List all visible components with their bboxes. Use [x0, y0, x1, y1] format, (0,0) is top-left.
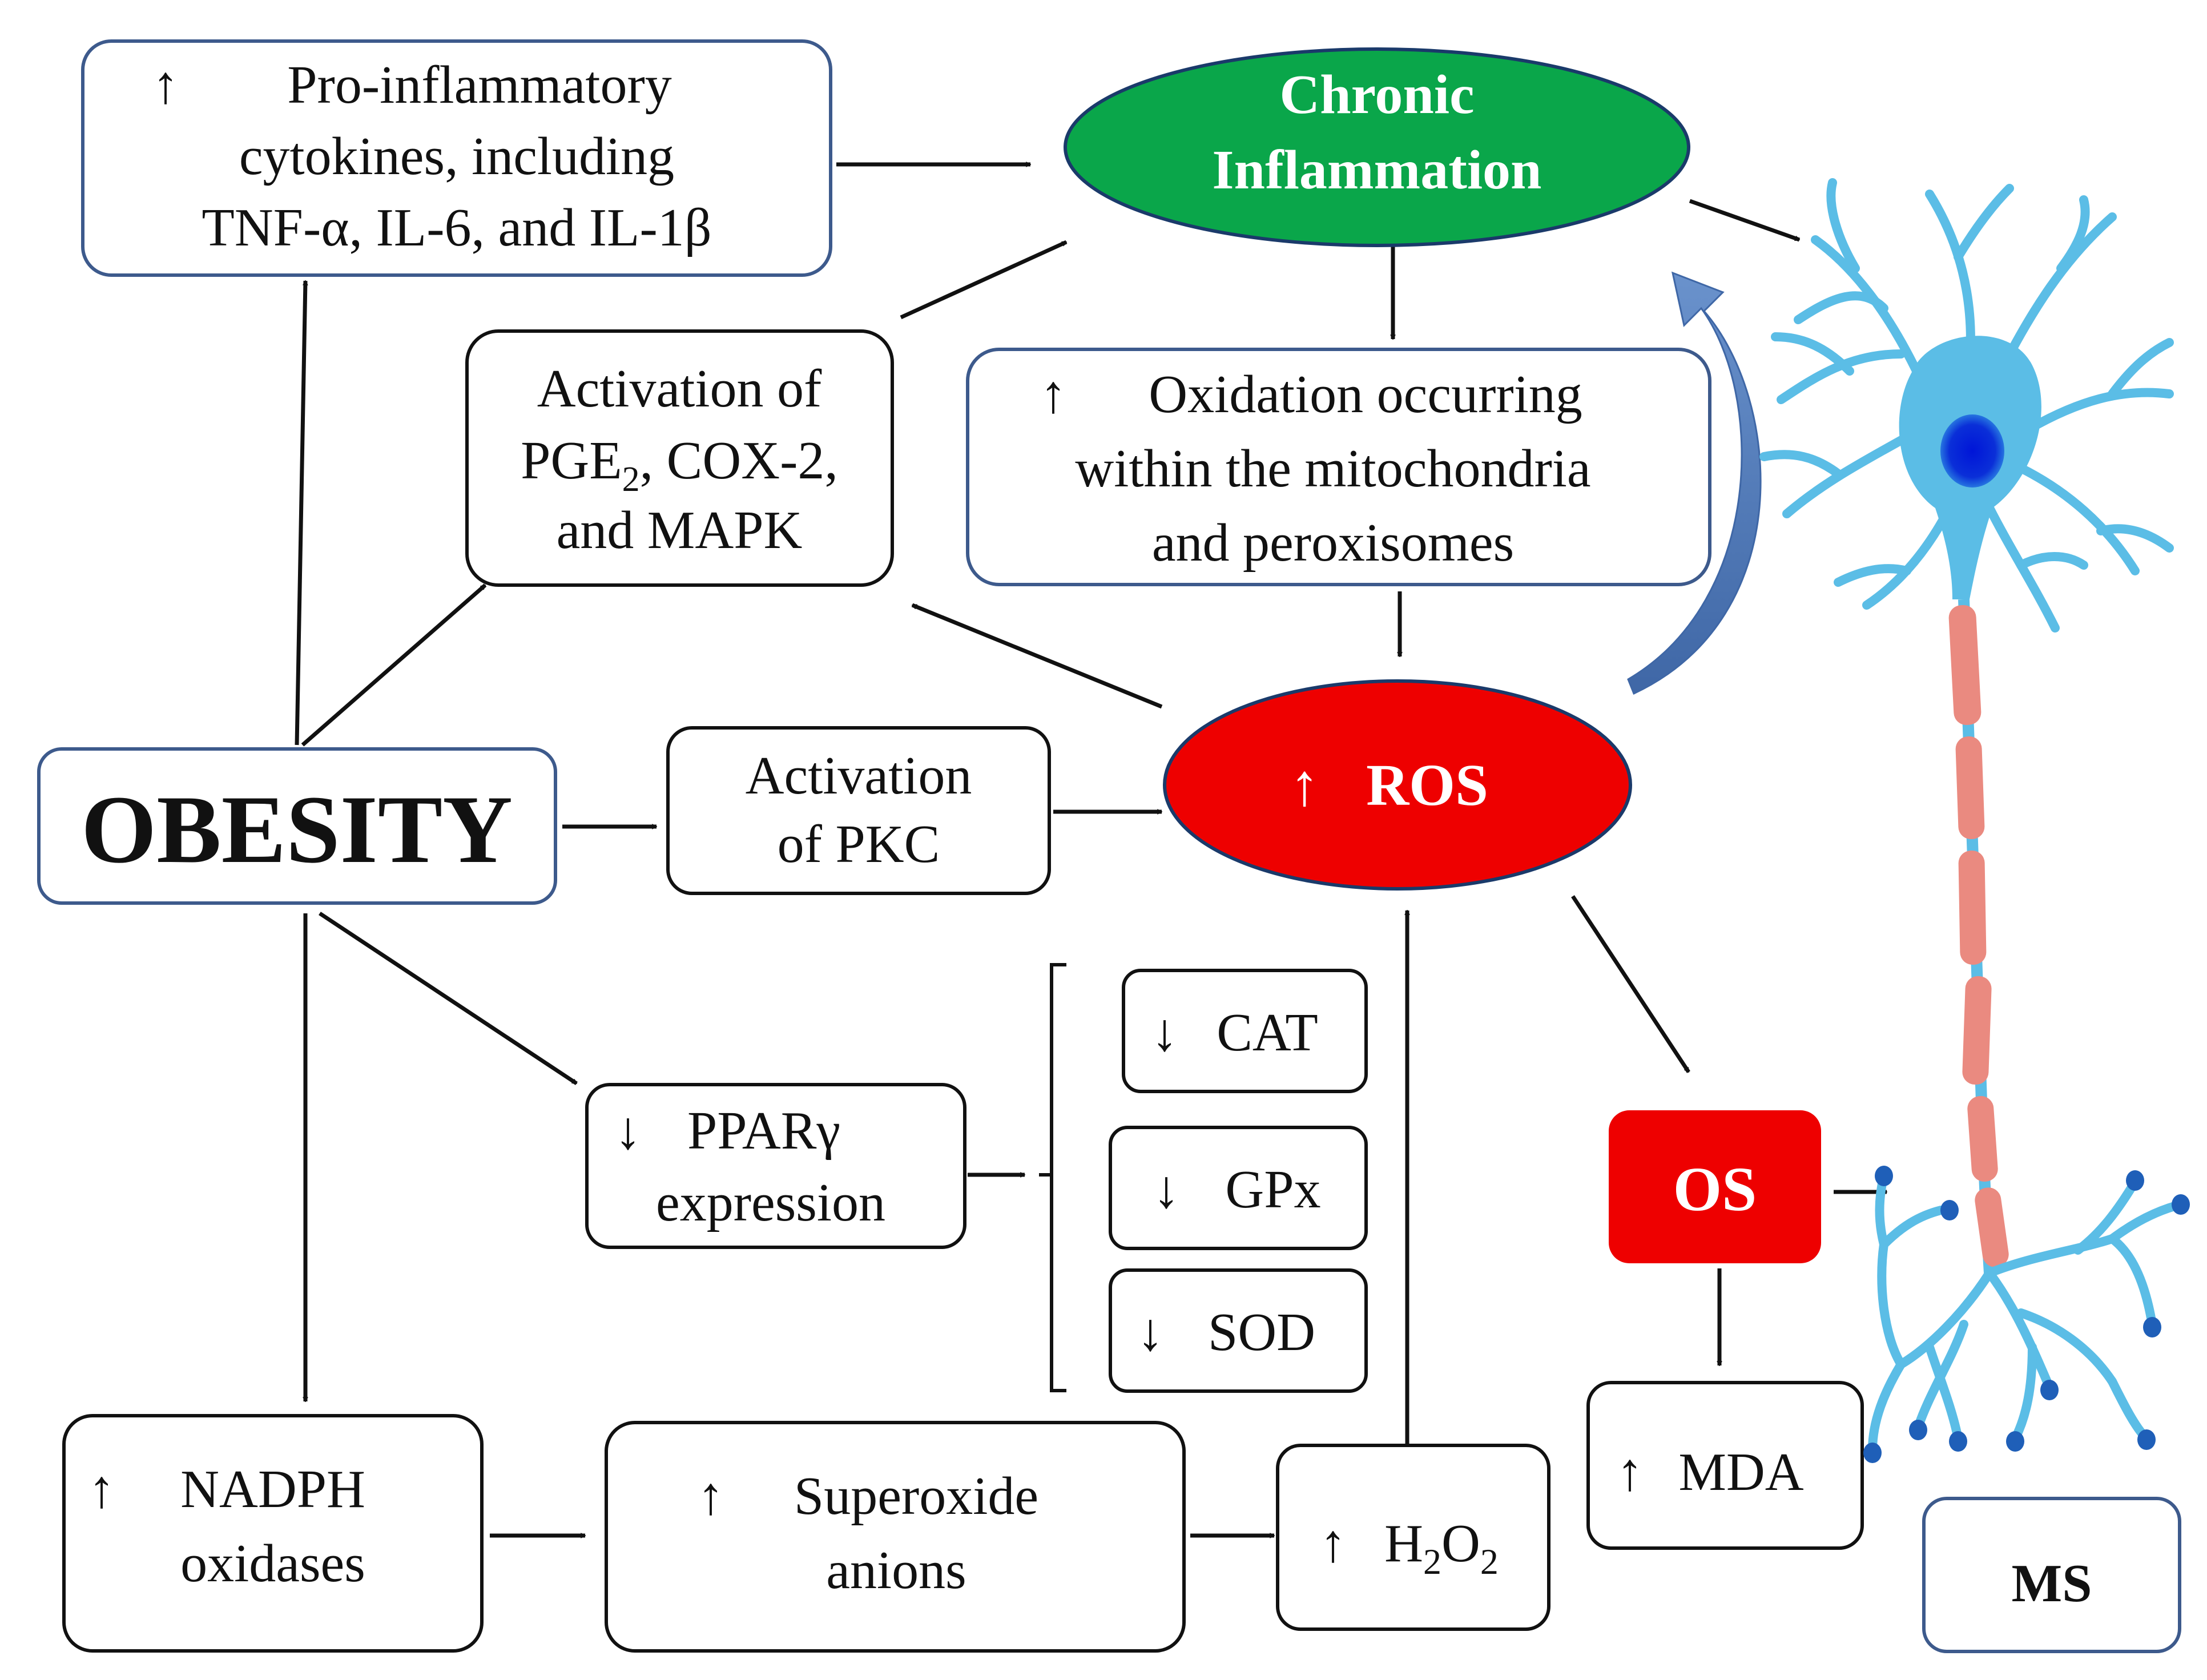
down-arrow-icon: ↓	[1137, 1303, 1164, 1362]
svg-text:Activation of: Activation of	[537, 359, 822, 418]
obesity-box: OBESITY	[37, 747, 557, 905]
curved-feedback-arrow	[1627, 271, 1762, 695]
svg-text:NADPH: NADPH	[180, 1460, 365, 1519]
svg-text:CAT: CAT	[1217, 1003, 1318, 1062]
svg-text:oxidases: oxidases	[180, 1534, 365, 1593]
svg-text:PGE2, COX-2,: PGE2, COX-2,	[521, 431, 838, 499]
arrow-pge-to-inflammation	[900, 240, 1066, 320]
arrow-obesity-to-cytokines	[295, 281, 305, 746]
svg-text:Pro-inflammatory: Pro-inflammatory	[287, 55, 672, 115]
up-arrow-icon: ↑	[152, 55, 179, 115]
arrow-ros-to-pge	[912, 603, 1163, 709]
activation-pge-box: Activation of PGE2, COX-2, and MAPK	[465, 329, 894, 587]
enzyme-bracket	[1050, 963, 1066, 1392]
activation-pkc-box: Activation of PKC	[666, 726, 1051, 895]
svg-text:PPARγ: PPARγ	[687, 1101, 840, 1161]
ros-ellipse: ↑ ROS	[1163, 679, 1632, 891]
down-arrow-icon: ↓	[1153, 1160, 1180, 1219]
svg-text:Inflammation: Inflammation	[1212, 139, 1541, 201]
svg-text:OS: OS	[1673, 1154, 1757, 1224]
svg-text:Chronic: Chronic	[1279, 64, 1474, 126]
svg-text:cytokines, including: cytokines, including	[239, 127, 674, 186]
arrow-obesity-to-ppar	[319, 912, 578, 1085]
up-arrow-icon: ↑	[1290, 752, 1319, 818]
h2o2-box: ↑ H2O2	[1276, 1444, 1550, 1631]
svg-text:and peroxisomes: and peroxisomes	[1152, 513, 1514, 573]
mda-box: ↑ MDA	[1586, 1381, 1864, 1550]
svg-text:MDA: MDA	[1678, 1443, 1803, 1502]
cat-box: ↓ CAT	[1122, 969, 1368, 1093]
svg-text:anions: anions	[826, 1541, 966, 1600]
chronic-inflammation-ellipse: Chronic Inflammation	[1064, 47, 1690, 247]
ppar-box: ↓ PPARγ expression	[585, 1083, 966, 1249]
svg-text:Activation: Activation	[746, 746, 972, 805]
arrow-obesity-to-pge	[301, 583, 487, 747]
sod-box: ↓ SOD	[1109, 1268, 1368, 1393]
arrow-ros-to-os	[1571, 895, 1690, 1073]
down-arrow-icon: ↓	[615, 1101, 642, 1161]
up-arrow-icon: ↑	[1617, 1443, 1644, 1502]
svg-text:Oxidation occurring: Oxidation occurring	[1149, 365, 1582, 424]
arrow-inflammation-to-neuron	[1689, 199, 1799, 242]
pro-inflammatory-cytokines-box: ↑ Pro-inflammatory cytokines, including …	[81, 39, 832, 277]
up-arrow-icon: ↑	[88, 1460, 115, 1519]
down-arrow-icon: ↓	[1151, 1003, 1178, 1062]
up-arrow-icon: ↑	[1040, 365, 1067, 424]
svg-text:H2O2: H2O2	[1384, 1514, 1499, 1582]
svg-text:expression: expression	[656, 1173, 885, 1232]
oxidation-box: ↑ Oxidation occurring within the mitocho…	[966, 348, 1711, 586]
svg-text:of PKC: of PKC	[778, 815, 940, 874]
svg-text:within the mitochondria: within the mitochondria	[1075, 439, 1590, 498]
svg-text:ROS: ROS	[1366, 752, 1488, 818]
os-box: OS	[1609, 1110, 1821, 1263]
arrows	[295, 164, 1887, 1536]
neuron-illustration	[1759, 178, 2190, 1463]
ms-box: MS	[1922, 1497, 2181, 1653]
svg-text:SOD: SOD	[1208, 1303, 1315, 1362]
svg-text:GPx: GPx	[1225, 1160, 1320, 1219]
up-arrow-icon: ↑	[1320, 1514, 1347, 1573]
svg-text:OBESITY: OBESITY	[81, 776, 513, 883]
superoxide-box: ↑ Superoxide anions	[605, 1421, 1186, 1653]
up-arrow-icon: ↑	[698, 1467, 724, 1526]
svg-text:and MAPK: and MAPK	[557, 501, 803, 560]
gpx-box: ↓ GPx	[1109, 1126, 1368, 1250]
svg-text:TNF-α, IL-6, and IL-1β: TNF-α, IL-6, and IL-1β	[202, 198, 711, 257]
svg-text:MS: MS	[2012, 1554, 2092, 1613]
nadph-box: ↑ NADPH oxidases	[62, 1414, 484, 1653]
svg-text:Superoxide: Superoxide	[794, 1467, 1038, 1526]
